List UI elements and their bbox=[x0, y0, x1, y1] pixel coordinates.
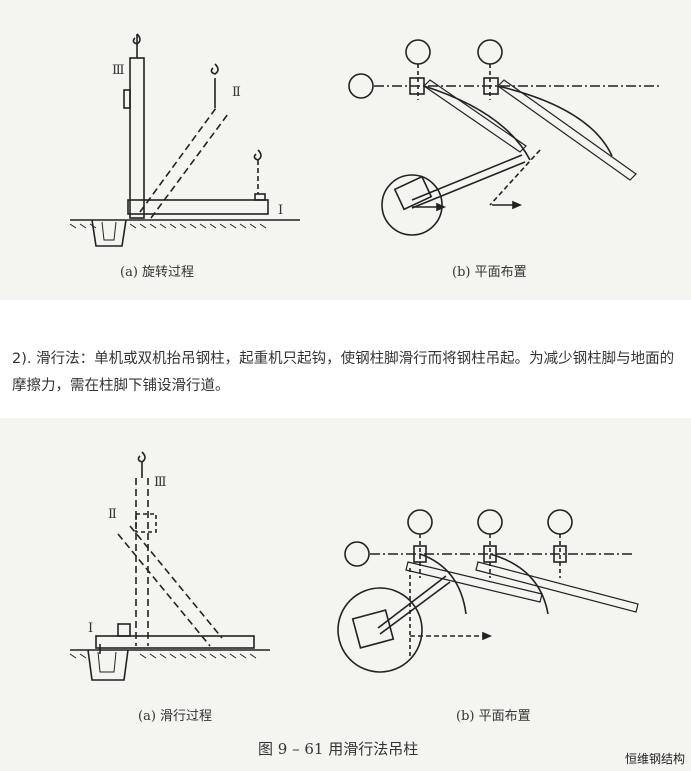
caption-a: (a) 旋转过程 bbox=[120, 265, 194, 280]
crane-circle bbox=[407, 509, 433, 535]
swing-circle bbox=[337, 587, 423, 673]
figure-rotation-drawing: Ⅲ Ⅱ Ⅰ (a) 旋转过程 (b) 平面布置 bbox=[69, 33, 660, 280]
foundation-cup bbox=[87, 649, 129, 681]
caption-b: (b) 平面布置 bbox=[456, 709, 531, 724]
label-roman-3: Ⅲ bbox=[154, 475, 167, 490]
figure-sliding-method: Ⅲ Ⅱ Ⅰ (a) 滑行过程 (b) 平面布置 图 9 – 61 用滑行法吊柱 bbox=[0, 418, 691, 771]
label-roman-1: Ⅰ bbox=[278, 203, 283, 218]
label-roman-2: Ⅱ bbox=[232, 85, 241, 100]
body-paragraph: 2). 滑行法：单机或双机抬吊钢柱，起重机只起钩，使钢柱脚滑行而将钢柱吊起。为减… bbox=[12, 351, 675, 394]
foundation-cup bbox=[91, 219, 127, 247]
figure-rotation-method: Ⅲ Ⅱ Ⅰ (a) 旋转过程 (b) 平面布置 bbox=[0, 0, 691, 300]
column-position-3 bbox=[129, 57, 145, 219]
column-position-1 bbox=[127, 199, 269, 215]
label-roman-2: Ⅱ bbox=[108, 507, 117, 522]
watermark: 恒维钢结构 bbox=[624, 752, 685, 766]
caption-a: (a) 滑行过程 bbox=[138, 709, 212, 724]
caption-b: (b) 平面布置 bbox=[452, 265, 527, 280]
column-position-3 bbox=[135, 478, 149, 646]
label-roman-1: Ⅰ bbox=[88, 621, 93, 636]
swing-circle bbox=[381, 174, 443, 236]
column-position-1 bbox=[95, 635, 255, 649]
column-position-2 bbox=[117, 525, 223, 647]
crane-circle bbox=[405, 39, 431, 65]
figure-sliding-drawing: Ⅲ Ⅱ Ⅰ (a) 滑行过程 (b) 平面布置 图 9 – 61 用滑行法吊柱 bbox=[69, 451, 639, 758]
figure-title: 图 9 – 61 用滑行法吊柱 bbox=[258, 740, 418, 758]
label-roman-3: Ⅲ bbox=[112, 63, 125, 78]
column-position-2 bbox=[139, 107, 229, 219]
